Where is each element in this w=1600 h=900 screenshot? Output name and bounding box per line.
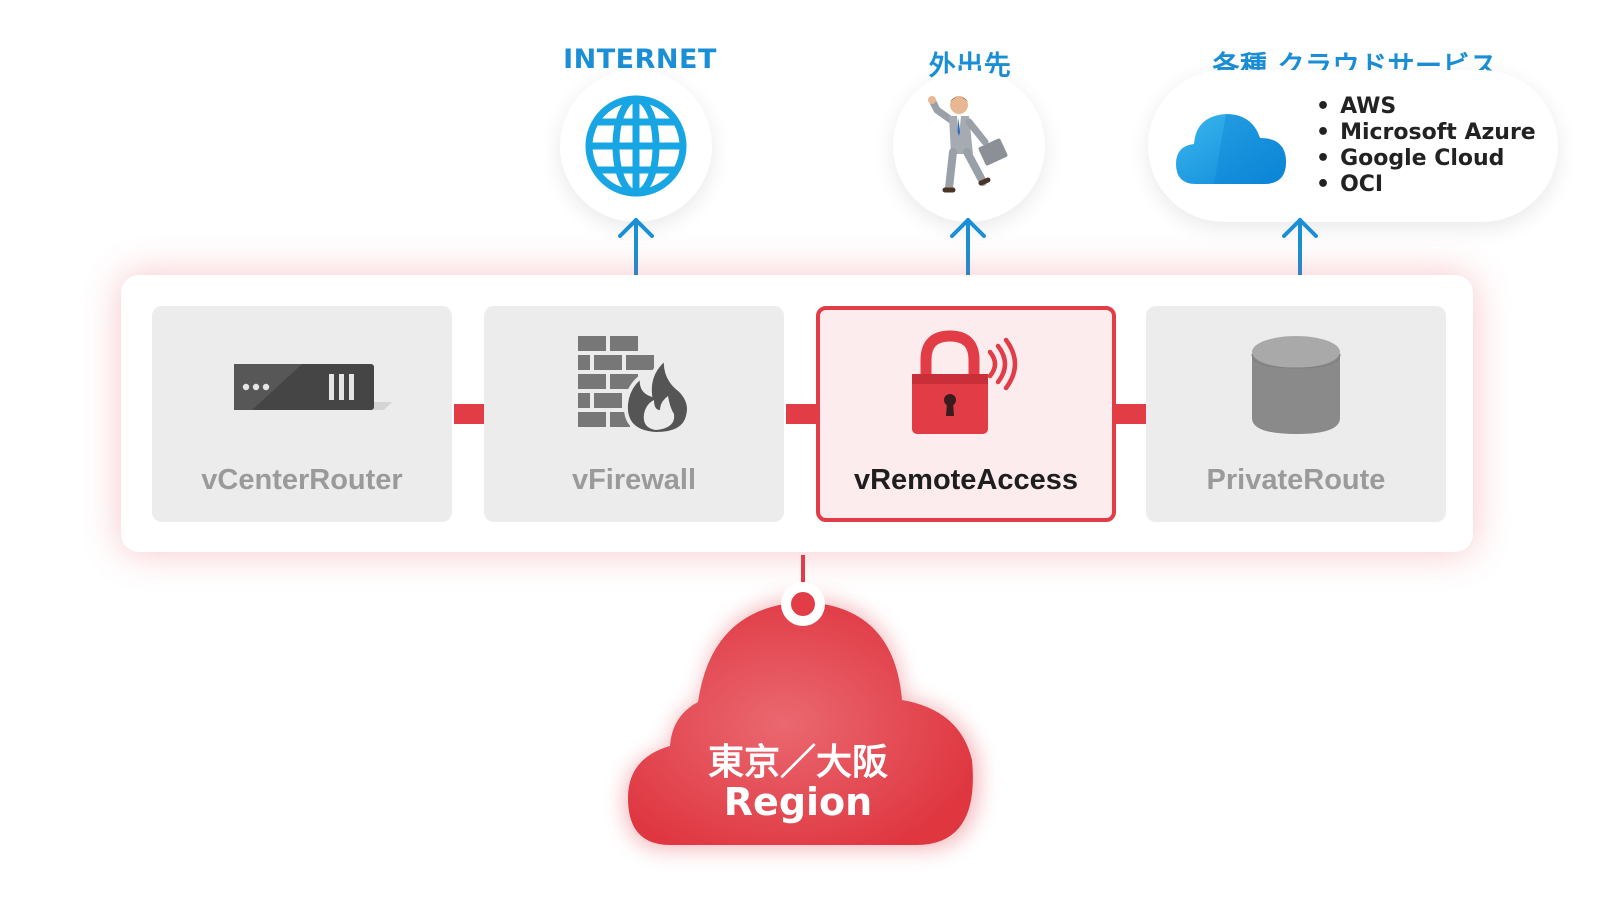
connector-bar bbox=[454, 404, 486, 424]
region-node-dot bbox=[791, 592, 815, 616]
cloud-icon bbox=[624, 598, 980, 850]
list-item: Google Cloud bbox=[1316, 146, 1536, 172]
region-name: 東京／大阪 bbox=[707, 742, 888, 783]
cloud-services-list: AWS Microsoft Azure Google Cloud OCI bbox=[1316, 94, 1536, 198]
service-label: PrivateRoute bbox=[1206, 464, 1386, 496]
list-item: Microsoft Azure bbox=[1316, 120, 1536, 146]
outside-node bbox=[893, 70, 1045, 222]
region-cloud-layer bbox=[624, 555, 980, 850]
lock-wireless-icon bbox=[912, 330, 1018, 434]
service-card-vremoteaccess[interactable]: vRemoteAccess bbox=[816, 306, 1116, 522]
cloud-icon bbox=[1176, 114, 1286, 184]
firewall-icon bbox=[578, 336, 691, 437]
globe-icon bbox=[585, 95, 687, 197]
service-label: vCenterRouter bbox=[201, 464, 403, 496]
internet-node bbox=[560, 70, 712, 222]
list-item: OCI bbox=[1316, 172, 1536, 198]
cloud-services-node: AWS Microsoft Azure Google Cloud OCI bbox=[1148, 70, 1558, 222]
internet-title: INTERNET bbox=[563, 44, 717, 75]
database-cylinder-icon bbox=[1251, 336, 1341, 434]
router-icon bbox=[234, 364, 392, 410]
service-label: vRemoteAccess bbox=[853, 464, 1079, 496]
list-item: AWS bbox=[1316, 94, 1536, 120]
service-card-vfirewall[interactable]: vFirewall bbox=[484, 306, 784, 522]
region-label: Region bbox=[723, 780, 873, 824]
service-card-privateroute[interactable]: PrivateRoute bbox=[1146, 306, 1446, 522]
connector-bar bbox=[1116, 404, 1148, 424]
connector-bar bbox=[786, 404, 818, 424]
service-label: vFirewall bbox=[571, 464, 697, 496]
businessman-icon bbox=[928, 96, 1008, 193]
service-card-vcenterrouter[interactable]: vCenterRouter bbox=[152, 306, 452, 522]
